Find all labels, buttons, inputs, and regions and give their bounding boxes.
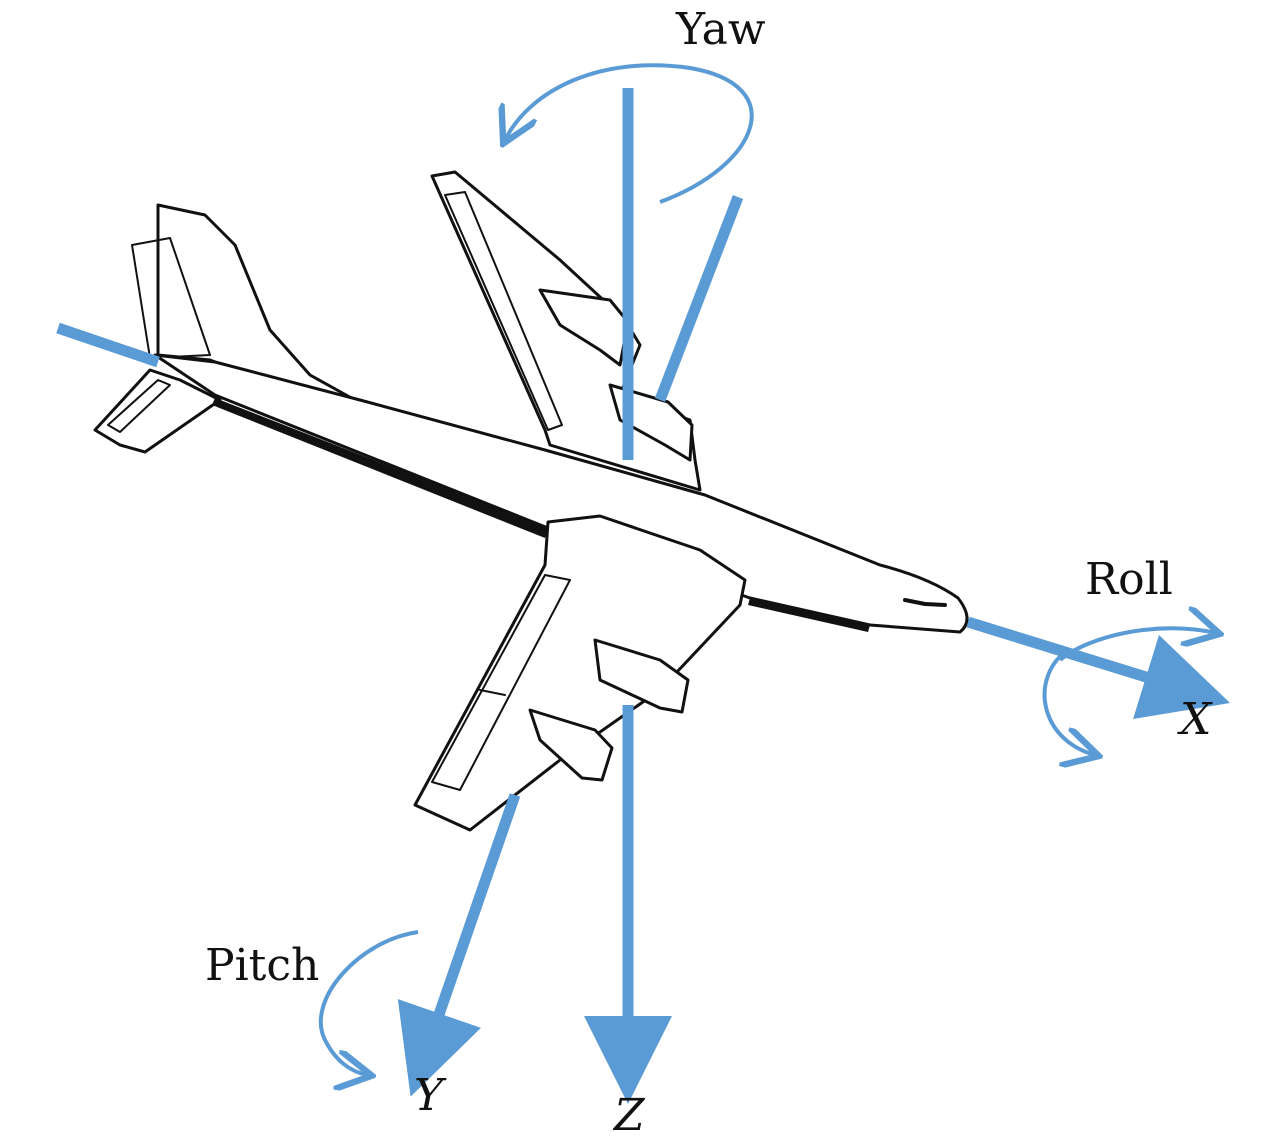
tail-fin-rudder xyxy=(131,237,211,359)
roll-label: Roll xyxy=(1085,554,1173,605)
upper-engine-1 xyxy=(538,288,630,367)
lower-wing-flap xyxy=(431,574,571,791)
upper-wing-flap xyxy=(444,191,563,431)
x-axis-label: X xyxy=(1180,694,1212,745)
fuselage-shadow xyxy=(212,398,548,538)
z-axis-label: Z xyxy=(614,1090,645,1141)
fuselage xyxy=(153,353,969,634)
roll-rotation-arrow-bottom xyxy=(1042,650,1095,755)
roll-rotation-arrow-top xyxy=(1058,628,1216,662)
y-axis-top xyxy=(654,195,744,402)
pitch-rotation-arrow xyxy=(318,930,419,1075)
y-axis xyxy=(397,793,521,1097)
horizontal-stabilizer-edge xyxy=(107,379,171,433)
axes xyxy=(56,63,1231,1104)
lower-engine-2 xyxy=(528,708,614,782)
x-axis xyxy=(966,616,1231,720)
yaw-rotation-arrow xyxy=(505,63,754,204)
x-axis-rear xyxy=(56,322,160,368)
y-axis-label: Y xyxy=(414,1070,444,1121)
pitch-label: Pitch xyxy=(205,940,320,991)
fuselage-shadow-front xyxy=(748,598,870,632)
yaw-label: Yaw xyxy=(676,4,766,55)
cockpit-window xyxy=(903,598,947,607)
lower-engine-1 xyxy=(593,638,690,714)
lower-wing-flap-divider xyxy=(479,689,506,696)
airplane-icon xyxy=(93,170,969,832)
